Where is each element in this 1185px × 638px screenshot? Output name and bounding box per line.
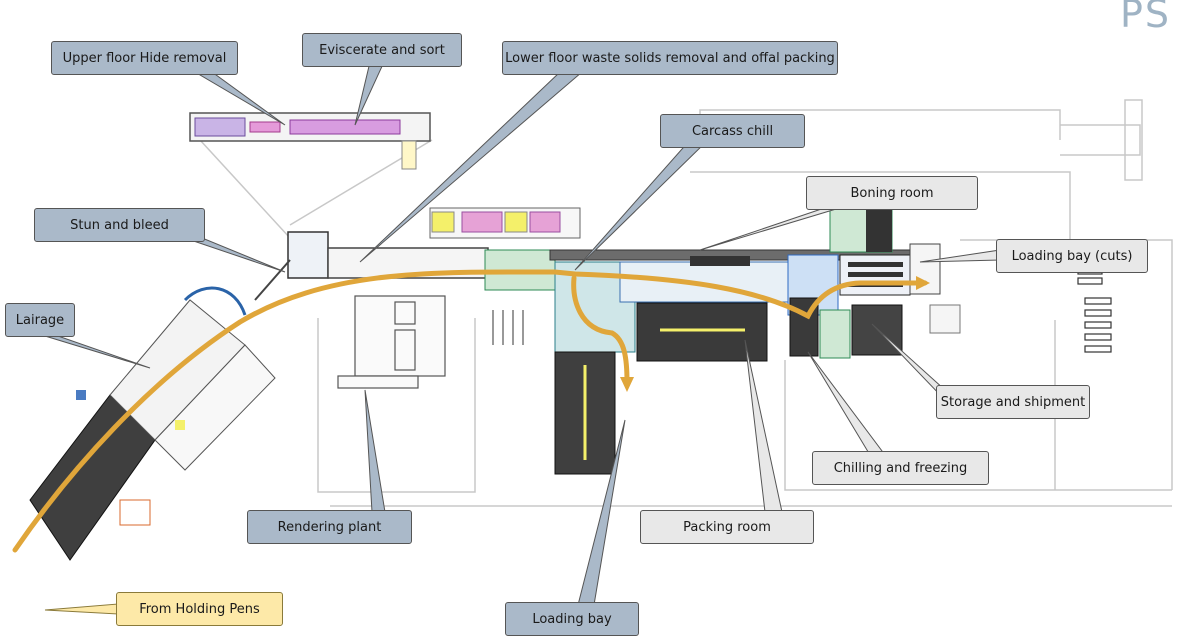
label-storage-shipment: Storage and shipment xyxy=(936,385,1090,419)
leader-lines xyxy=(44,61,1001,615)
label-boning-room: Boning room xyxy=(806,176,978,210)
label-stun-bleed: Stun and bleed xyxy=(34,208,205,242)
label-carcass-chill: Carcass chill xyxy=(660,114,805,148)
rendering-plant-building xyxy=(337,295,524,389)
upper-floor-plan xyxy=(189,112,431,170)
main-floor-plan xyxy=(287,199,961,353)
label-rendering-plant: Rendering plant xyxy=(247,510,412,544)
label-hide-removal: Upper floor Hide removal xyxy=(51,41,238,75)
processing-blocks xyxy=(554,297,903,475)
label-eviscerate-sort: Eviscerate and sort xyxy=(302,33,462,67)
label-from-holding-pens: From Holding Pens xyxy=(116,592,283,626)
label-loading-bay-cuts: Loading bay (cuts) xyxy=(996,239,1148,273)
process-flow-arrow xyxy=(12,269,928,553)
label-packing-room: Packing room xyxy=(640,510,814,544)
flow-arrowheads xyxy=(620,276,930,392)
label-chilling-freezing: Chilling and freezing xyxy=(812,451,989,485)
cuts-bay-lines xyxy=(1077,267,1112,353)
label-loading-bay: Loading bay xyxy=(505,602,639,636)
label-lairage: Lairage xyxy=(5,303,75,337)
company-logo: PS xyxy=(1119,0,1171,36)
label-lower-floor-waste: Lower floor waste solids removal and off… xyxy=(502,41,838,75)
